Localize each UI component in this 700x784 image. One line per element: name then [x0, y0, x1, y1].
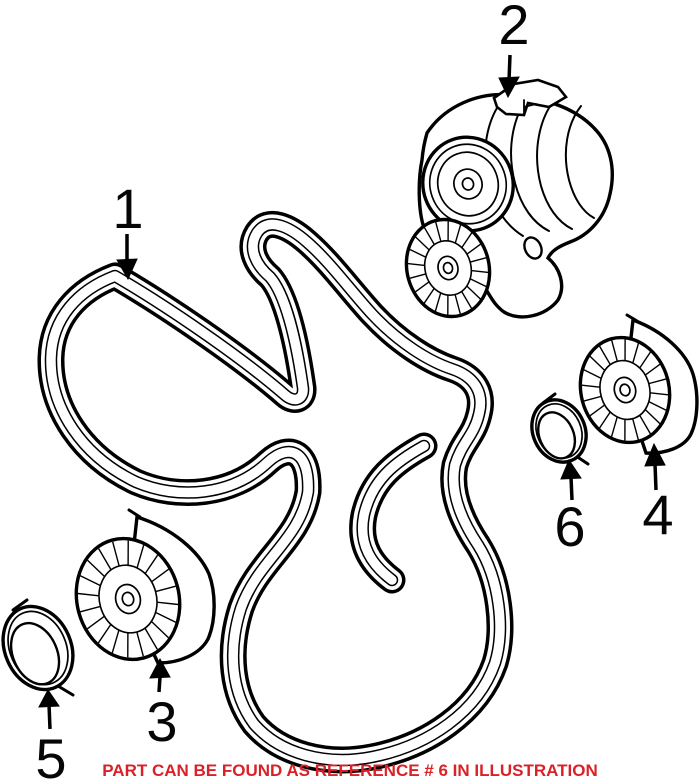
- tangent-tick: [625, 313, 639, 323]
- tensioner-pulley: [421, 135, 515, 233]
- pulley-cap-6: [530, 392, 590, 466]
- arrow-4: [644, 442, 666, 491]
- tensioner-plate-notch: [523, 99, 537, 115]
- callout-label-1: 1: [112, 177, 144, 240]
- tensioner-collar-rib: [564, 105, 595, 219]
- arrow-1: [116, 234, 138, 281]
- idler-pulley-3: [63, 510, 214, 671]
- tangent-tick: [127, 508, 142, 519]
- callout-label-2: 2: [498, 0, 530, 56]
- reference-note: PART CAN BE FOUND AS REFERENCE # 6 IN IL…: [102, 761, 598, 780]
- tensioner-bolt-hole: [523, 236, 543, 260]
- callout-arrows: [38, 54, 666, 730]
- tangent-tick: [56, 684, 75, 697]
- arrow-3: [149, 657, 171, 693]
- arrow-5: [38, 689, 60, 730]
- callout-label-3: 3: [146, 690, 178, 753]
- tensioner-collar-rib: [536, 96, 573, 230]
- callout-label-5: 5: [35, 727, 67, 784]
- arrow-2: [498, 54, 520, 99]
- pulley-cap-5: [1, 598, 75, 697]
- tangent-tick: [11, 598, 29, 612]
- arrow-6: [560, 458, 582, 501]
- callout-label-4: 4: [642, 483, 674, 546]
- belt-tensioner: [396, 78, 614, 326]
- callout-label-6: 6: [554, 495, 586, 558]
- idler-pulley-4: [569, 315, 697, 453]
